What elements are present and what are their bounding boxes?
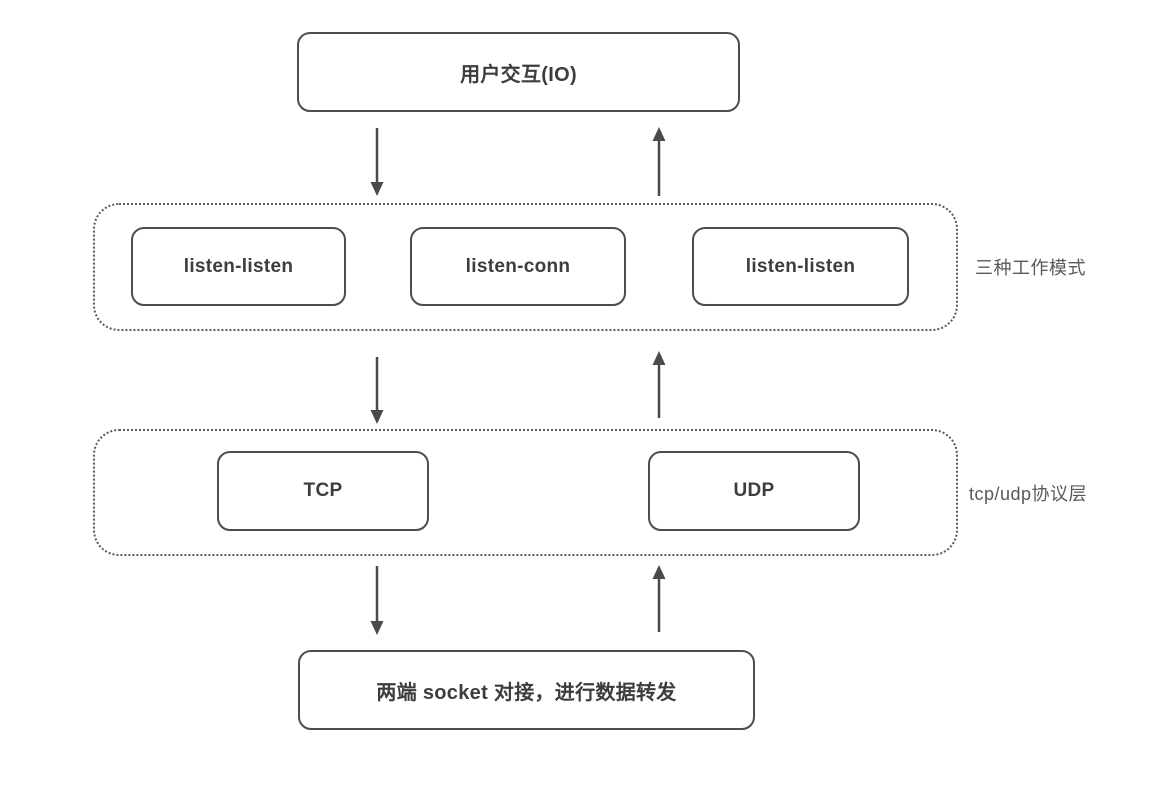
protocols-side-label: tcp/udp协议层	[969, 483, 1088, 504]
arrow-down-modes-to-protocols	[370, 357, 384, 424]
mode-box-listen-listen-1: listen-listen	[131, 227, 346, 306]
socket-forward-box: 两端 socket 对接，进行数据转发	[298, 650, 755, 730]
tcp-box: TCP	[217, 451, 429, 531]
arrow-up-protocols-to-modes	[652, 351, 666, 418]
modes-side-label: 三种工作模式	[975, 258, 1086, 278]
arrow-down-protocols-to-socket	[370, 566, 384, 635]
arrow-down-io-to-modes	[370, 128, 384, 196]
arrow-up-socket-to-protocols	[652, 565, 666, 632]
mode-box-listen-listen-2: listen-listen	[692, 227, 909, 306]
arrow-up-modes-to-io	[652, 127, 666, 196]
io-box: 用户交互(IO)	[297, 32, 740, 112]
udp-box: UDP	[648, 451, 860, 531]
mode-box-listen-conn: listen-conn	[410, 227, 626, 306]
